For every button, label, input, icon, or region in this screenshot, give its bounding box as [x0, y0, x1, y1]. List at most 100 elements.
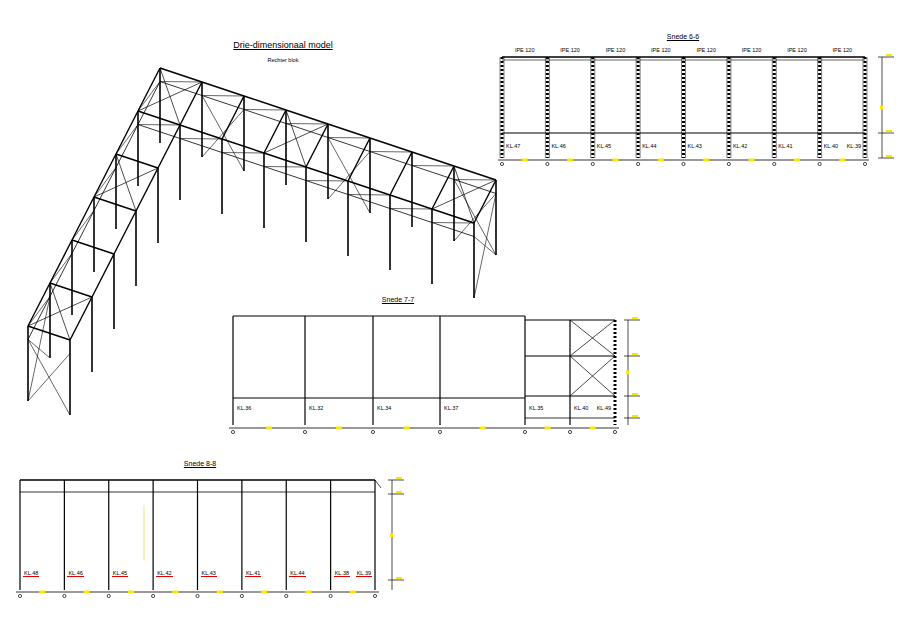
column-label: KL.39	[846, 143, 862, 149]
axis-bubble	[637, 162, 640, 165]
section-title: Snede 6-6	[666, 33, 700, 41]
roof-beam	[50, 240, 72, 283]
wall-bracing	[474, 237, 496, 256]
roof-beam	[502, 60, 865, 61]
marker-line	[144, 505, 145, 560]
roof-beam	[72, 197, 94, 240]
column	[439, 316, 440, 425]
roof-beam	[233, 315, 525, 316]
axis-bubble	[523, 430, 526, 433]
truss-diagonal	[138, 82, 160, 112]
roof-beam	[136, 168, 158, 211]
truss-diagonal	[94, 168, 116, 198]
yellow-marker	[128, 591, 134, 594]
column-edge	[726, 57, 727, 158]
yellow-marker	[632, 353, 638, 355]
yellow-marker	[84, 591, 90, 594]
truss-diagonal	[50, 254, 72, 284]
truss-diagonal	[286, 123, 328, 125]
roof-beam	[264, 153, 306, 167]
yellow-marker	[39, 591, 45, 594]
column-label: KL.37	[443, 405, 459, 411]
roof-beam	[116, 111, 138, 154]
roof-beam	[114, 211, 136, 254]
hatched-column	[591, 57, 594, 158]
section-title: Snede 8-8	[183, 460, 217, 468]
dimension-tick	[388, 580, 404, 581]
beam-label: IPE 120	[741, 47, 763, 53]
yellow-marker	[390, 533, 393, 537]
column	[69, 340, 71, 415]
hatched-column	[614, 320, 617, 425]
axis-bubble	[682, 162, 685, 165]
roof-beam	[432, 166, 454, 209]
roof-beam	[28, 326, 70, 340]
roof-beam	[432, 209, 474, 223]
yellow-marker	[480, 427, 486, 430]
roof-beam	[328, 124, 370, 138]
roof-beam	[390, 195, 432, 209]
axis-line	[16, 592, 379, 593]
roof-beam	[454, 166, 496, 180]
column	[304, 316, 305, 425]
yellow-marker	[522, 159, 528, 162]
column-label: KL.36	[236, 405, 252, 411]
column	[241, 480, 242, 590]
axis-bubble	[18, 594, 21, 597]
column	[473, 223, 475, 298]
truss-diagonal	[390, 208, 432, 210]
yellow-marker	[567, 159, 573, 162]
yellow-marker	[886, 54, 892, 56]
yellow-marker	[880, 106, 883, 110]
column-label: KL.42	[156, 570, 172, 577]
hatched-column	[818, 57, 821, 158]
column-label: KL.44	[641, 143, 657, 149]
yellow-marker	[749, 159, 755, 162]
section-title: Rechter blok	[267, 57, 300, 63]
yellow-marker	[266, 427, 272, 430]
beam-label: IPE 120	[695, 47, 717, 53]
dimension-tick	[388, 494, 404, 495]
column-label: KL.43	[201, 570, 217, 577]
roof-beam	[222, 96, 244, 139]
column	[495, 180, 497, 255]
roof-beam	[72, 240, 114, 254]
roof-beam	[306, 124, 328, 167]
column	[71, 240, 73, 315]
column-edge	[636, 57, 637, 158]
yellow-marker	[658, 159, 664, 162]
column	[389, 195, 391, 270]
column	[286, 480, 287, 590]
column	[372, 316, 373, 425]
column-label: KL.45	[596, 143, 612, 149]
roof-beam	[158, 125, 180, 168]
roof-beam	[264, 110, 286, 153]
yellow-marker	[794, 159, 800, 162]
axis-bubble	[500, 162, 503, 165]
yellow-marker	[632, 393, 638, 395]
roof-bracing	[94, 168, 158, 197]
column-label: KL.42	[732, 143, 748, 149]
roof-beam	[202, 82, 244, 96]
axis-bubble	[240, 594, 243, 597]
yellow-marker	[839, 159, 845, 162]
column	[157, 168, 159, 243]
yellow-marker	[626, 371, 629, 375]
hatched-column	[682, 57, 685, 158]
roof-beam	[50, 283, 92, 297]
column	[330, 480, 331, 590]
column	[305, 167, 307, 242]
roof-bracing	[28, 297, 92, 326]
axis-bubble	[818, 162, 821, 165]
column	[93, 197, 95, 272]
axis-bubble	[196, 594, 199, 597]
wall-bracing	[28, 340, 70, 416]
column-label: KL.39	[356, 570, 372, 577]
yellow-marker	[632, 317, 638, 319]
wall-bracing	[474, 194, 496, 299]
end-detail	[375, 480, 381, 488]
beam-label: IPE 120	[832, 47, 854, 53]
roof-beam	[286, 110, 328, 124]
column-label: KL.49	[596, 405, 612, 411]
